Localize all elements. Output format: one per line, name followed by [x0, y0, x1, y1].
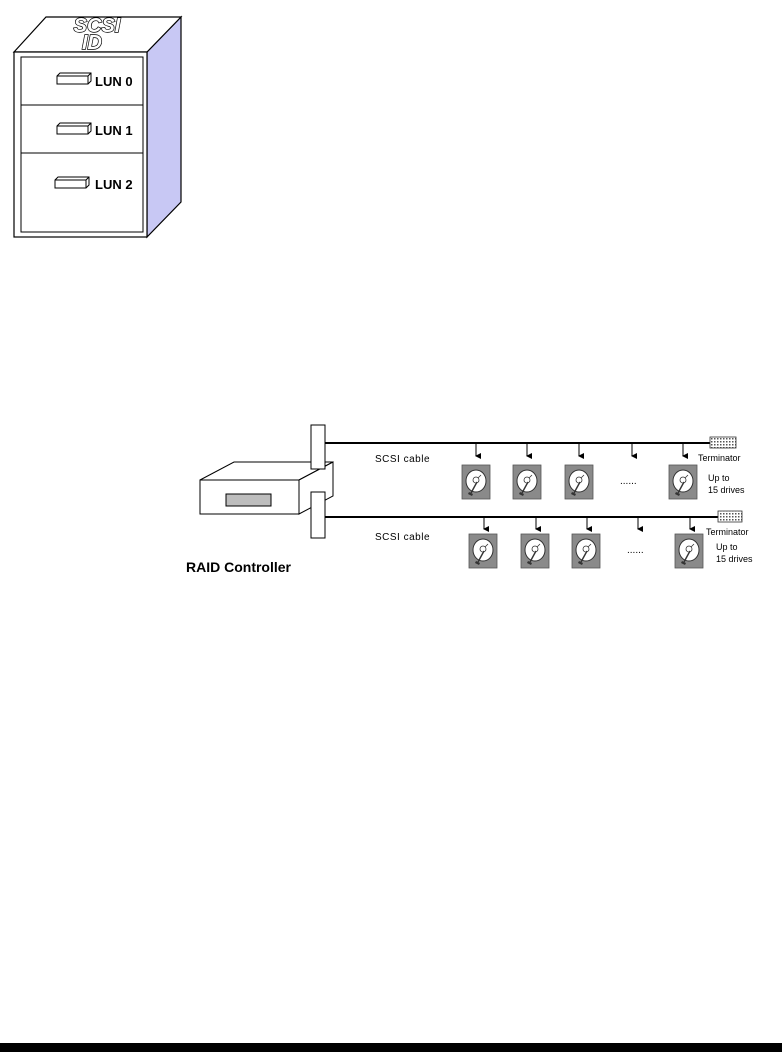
raid-controller-label: RAID Controller	[186, 559, 292, 575]
more-drives-ellipsis: ......	[620, 476, 637, 487]
drawer-label: LUN 0	[95, 74, 133, 89]
channel-connector	[310, 424, 326, 470]
drawer-label: LUN 1	[95, 123, 133, 138]
hard-drive-icon	[674, 533, 704, 569]
more-drives-ellipsis: ......	[627, 545, 644, 556]
terminator-label: Terminator	[706, 527, 749, 537]
hard-drive-icon	[520, 533, 550, 569]
hard-drive-icon	[668, 464, 698, 500]
controller-slot	[225, 493, 272, 507]
hard-drive-icon	[461, 464, 491, 500]
drawer-handle-icon	[54, 176, 90, 189]
hard-drive-icon	[512, 464, 542, 500]
terminator-icon	[709, 436, 737, 449]
drive-capacity-line2: 15 drives	[716, 554, 753, 564]
channel-connector	[310, 491, 326, 539]
scsi-id-cabinet: SCSI ID LUN 0 LUN 1 LUN 2	[12, 14, 183, 239]
scsi-channel-2: SCSI cable ...... Terminator Up to 15 dr…	[310, 491, 753, 569]
drawer-lun-2: LUN 2	[54, 176, 133, 192]
drawer-handle-icon	[56, 122, 92, 135]
drawer-handle-icon	[56, 72, 92, 85]
terminator-label: Terminator	[698, 453, 741, 463]
hard-drive-icon	[571, 533, 601, 569]
drawer-lun-1: LUN 1	[21, 122, 143, 154]
drive-capacity-line2: 15 drives	[708, 485, 745, 495]
scsi-channel-1: SCSI cable ...... Terminator Up to 15 dr…	[310, 424, 745, 500]
cabinet-title-line1: SCSI	[74, 15, 121, 37]
page-bottom-bar	[0, 1043, 782, 1052]
raid-controller-box	[199, 461, 334, 515]
hard-drive-icon	[468, 533, 498, 569]
raid-diagram: RAID Controller SCSI cable ...... Termin…	[186, 424, 753, 575]
cabinet-title-line2: ID	[82, 32, 102, 54]
scsi-cable-label: SCSI cable	[375, 454, 430, 465]
drive-capacity-line1: Up to	[716, 542, 738, 552]
drawer-label: LUN 2	[95, 177, 133, 192]
terminator-icon	[717, 510, 743, 523]
drawer-lun-0: LUN 0	[21, 72, 143, 106]
cabinet-side-panel	[146, 15, 182, 239]
hard-drive-icon	[564, 464, 594, 500]
scsi-cable-label: SCSI cable	[375, 532, 430, 543]
drive-capacity-line1: Up to	[708, 473, 730, 483]
